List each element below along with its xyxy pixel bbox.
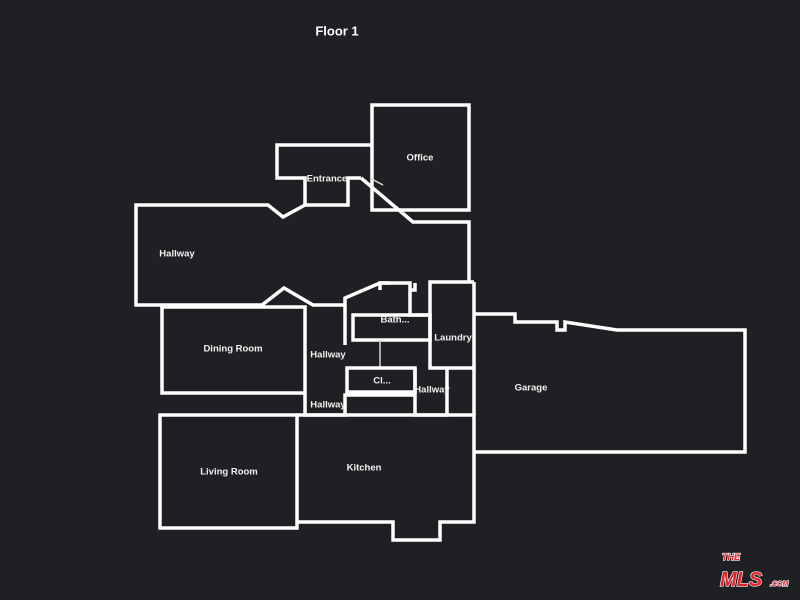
room-label-bath: Bath... [380, 314, 410, 326]
svg-text:THE: THE [722, 552, 741, 562]
office-walls [370, 103, 471, 212]
room-label-living-room: Living Room [200, 466, 258, 478]
bath-top-wall [378, 280, 474, 317]
room-label-hallway-small: Hallway [414, 384, 450, 396]
kitchen-walls [297, 413, 476, 542]
living-room-walls [158, 413, 299, 530]
floor-title: Floor 1 [315, 23, 359, 39]
room-label-dining-room: Dining Room [203, 343, 263, 355]
garage-walls [474, 312, 747, 454]
hallway-diagonal-wall [359, 176, 471, 282]
svg-text:MLS: MLS [720, 569, 763, 591]
room-label-closet: Cl... [373, 375, 391, 387]
room-label-hallway-bottom: Hallway [310, 399, 346, 411]
room-label-laundry: Laundry [434, 332, 472, 344]
room-label-entrance: Entrance [306, 173, 348, 185]
room-label-hallway: Hallway [159, 248, 195, 260]
main-hallway-walls [134, 203, 345, 307]
door-line [369, 177, 384, 186]
room-label-kitchen: Kitchen [346, 462, 382, 474]
bath-angle-wall [343, 281, 390, 305]
room-label-garage: Garage [514, 382, 548, 394]
bath-corner-wall [410, 283, 417, 292]
room-label-office: Office [406, 152, 434, 164]
entrance-walls [275, 143, 372, 207]
svg-text:.COM: .COM [770, 581, 788, 588]
laundry-walls [428, 315, 474, 370]
dining-room-walls [160, 305, 307, 395]
room-label-hallway-center: Hallway [310, 349, 346, 361]
the-mls-logo: THE MLS .COM [719, 551, 789, 591]
walls [134, 103, 747, 542]
